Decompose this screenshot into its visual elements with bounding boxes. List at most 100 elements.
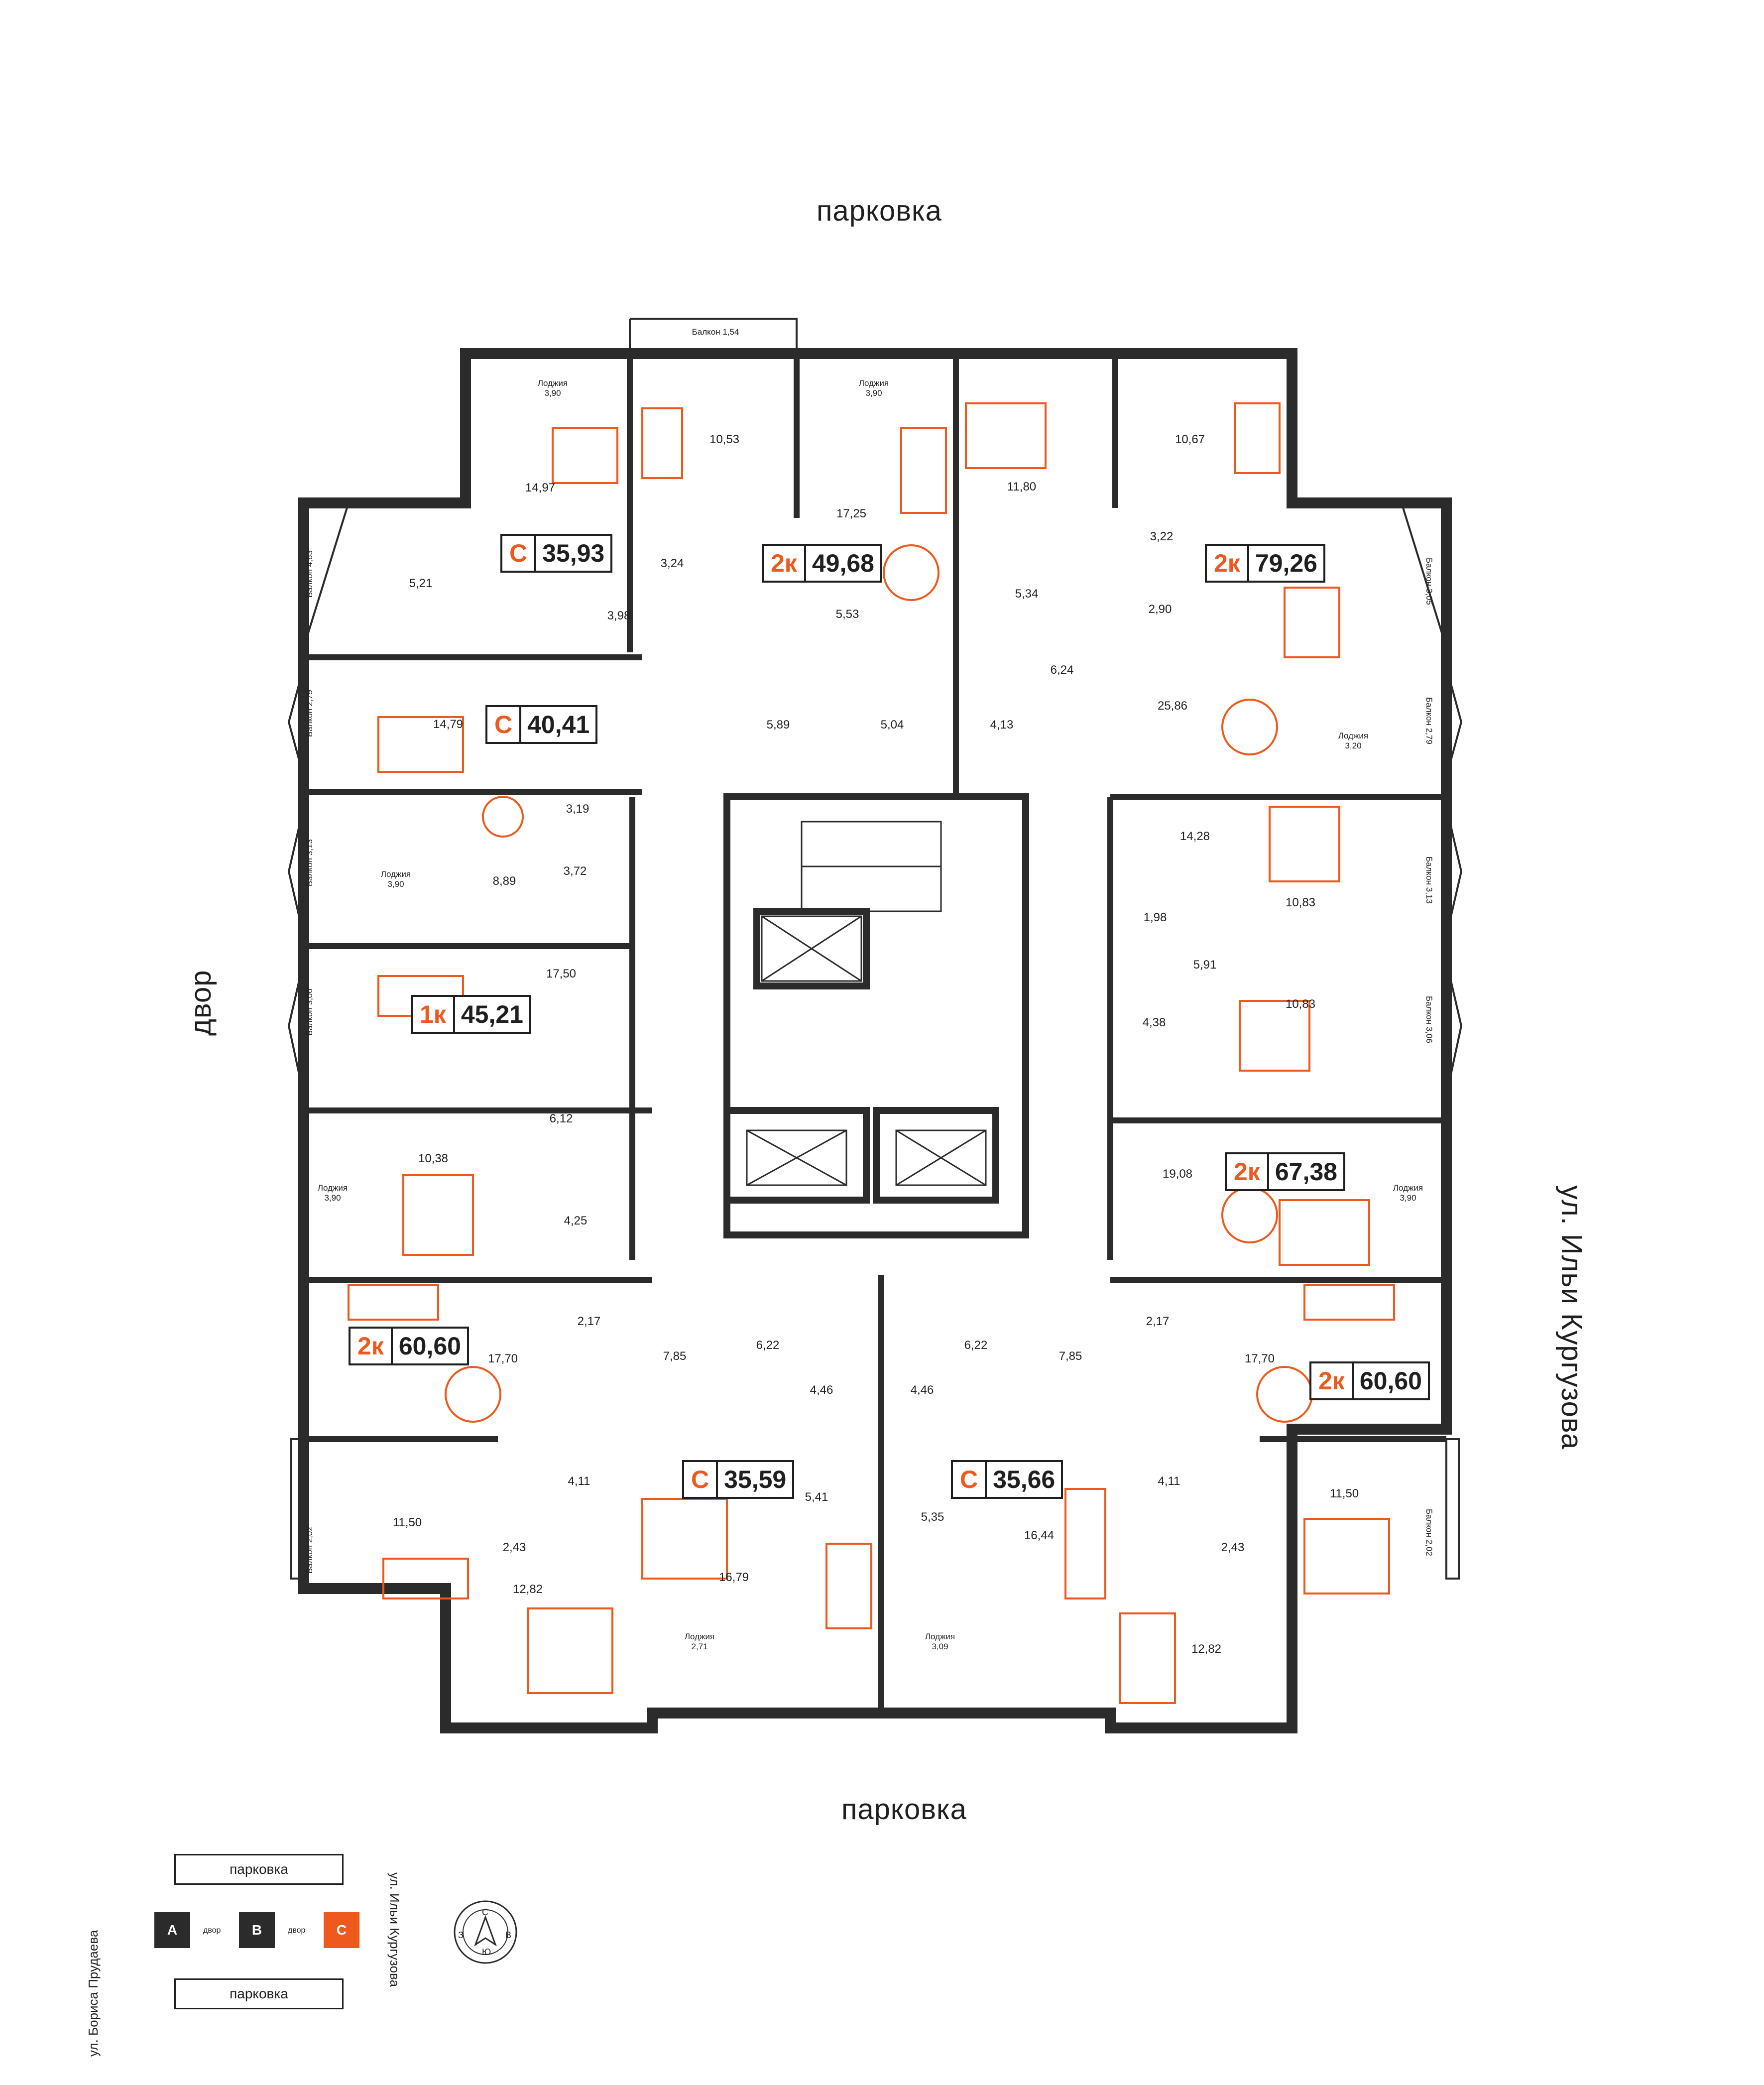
room-area: 4,38 xyxy=(1142,1016,1166,1029)
balconies xyxy=(287,318,1463,1580)
room-area: 5,89 xyxy=(766,718,790,732)
compass-north: С xyxy=(482,1907,488,1917)
apartment-type: С xyxy=(684,1462,718,1497)
room-area: 16,79 xyxy=(718,1571,749,1584)
apartment-area: 35,59 xyxy=(724,1466,787,1493)
room-area: 10,83 xyxy=(1285,997,1316,1011)
room-area: 6,24 xyxy=(1050,663,1074,677)
balcony-label: Балкон 2,02 xyxy=(305,1526,314,1574)
key-section-b: В xyxy=(239,1912,275,1948)
apartment-area: 40,41 xyxy=(527,711,590,738)
key-right-street: ул. Ильи Кургузова xyxy=(387,1872,402,1987)
room-area: 7,85 xyxy=(1058,1349,1082,1363)
outer-walls xyxy=(298,348,1452,1733)
balcony-label: Балкон 3,13 xyxy=(305,839,314,886)
apartment-badge[interactable]: 2к 60,60 xyxy=(1309,1361,1430,1400)
balcony-label: Балкон 3,06 xyxy=(305,988,314,1036)
room-area: 14,97 xyxy=(525,481,556,494)
apartment-type: 1к xyxy=(413,997,455,1032)
room-area: 2,90 xyxy=(1148,603,1172,616)
room-area: 2,17 xyxy=(577,1315,601,1328)
room-area: 5,34 xyxy=(1015,587,1039,601)
apartment-type: 2к xyxy=(764,546,806,581)
balcony-label: Балкон 4,63 xyxy=(305,550,314,598)
room-area: 4,13 xyxy=(990,718,1014,732)
room-area: 2,43 xyxy=(1221,1541,1245,1554)
apartment-area: 35,93 xyxy=(542,539,605,567)
room-area: 25,86 xyxy=(1157,699,1188,713)
room-area: 3,22 xyxy=(1150,530,1174,543)
balcony-label: Балкон 1,54 xyxy=(692,327,739,337)
key-left-street: ул. Бориса Прудаева xyxy=(86,1930,101,2057)
room-area: 1,98 xyxy=(1143,911,1167,924)
apartment-badge[interactable]: 2к 49,68 xyxy=(762,544,882,583)
apartment-badge[interactable]: С 35,93 xyxy=(500,534,613,573)
room-area: 11,50 xyxy=(1329,1487,1359,1500)
apartment-type: 2к xyxy=(351,1329,393,1363)
balcony-label: Балкон 3,06 xyxy=(1424,996,1434,1043)
room-area: 4,25 xyxy=(564,1214,588,1227)
street-right-label: ул. Ильи Кургузова xyxy=(1555,1185,1588,1450)
room-area: 6,12 xyxy=(549,1112,573,1125)
room-area: 4,11 xyxy=(1158,1474,1180,1488)
apartment-badge[interactable]: 1к 45,21 xyxy=(411,995,531,1034)
apartment-type: С xyxy=(953,1462,987,1497)
apartment-badge[interactable]: С 35,59 xyxy=(682,1460,795,1499)
compass-south: Ю xyxy=(482,1947,491,1957)
room-area: 14,28 xyxy=(1179,830,1210,843)
yard-label: двор xyxy=(185,970,217,1036)
room-area: 8,89 xyxy=(492,874,516,888)
room-area: 3,98 xyxy=(607,609,631,622)
apartment-area: 60,60 xyxy=(398,1332,461,1360)
key-parking-top: парковка xyxy=(174,1854,344,1885)
room-area: 3,24 xyxy=(660,557,684,570)
elevators xyxy=(746,915,987,1186)
compass-east: В xyxy=(505,1930,512,1940)
apartment-area: 67,38 xyxy=(1275,1158,1337,1186)
compass-icon xyxy=(454,1900,517,1964)
room-area: 5,41 xyxy=(805,1490,828,1504)
room-area: 7,85 xyxy=(663,1349,687,1363)
apartment-type: 2к xyxy=(1207,546,1249,581)
room-area: 2,43 xyxy=(502,1541,526,1554)
apartment-badge[interactable]: С 35,66 xyxy=(951,1460,1063,1499)
apartment-area: 60,60 xyxy=(1359,1367,1422,1395)
apartment-area: 45,21 xyxy=(461,1000,523,1028)
room-area: 4,11 xyxy=(568,1474,590,1488)
apartment-badge[interactable]: 2к 79,26 xyxy=(1205,544,1325,583)
apartment-badge[interactable]: 2к 60,60 xyxy=(349,1327,469,1365)
apartment-badge[interactable]: 2к 67,38 xyxy=(1225,1152,1345,1191)
apartment-badge[interactable]: С 40,41 xyxy=(485,705,598,744)
room-area: 6,22 xyxy=(964,1339,988,1352)
room-area: 11,50 xyxy=(392,1516,422,1529)
room-area: 4,46 xyxy=(810,1383,833,1397)
room-area: 5,91 xyxy=(1193,958,1217,972)
room-area: 10,67 xyxy=(1175,433,1205,446)
room-area: 10,83 xyxy=(1285,896,1316,909)
room-area: 19,08 xyxy=(1162,1167,1193,1181)
room-area: 2,17 xyxy=(1146,1315,1170,1328)
room-area: 17,70 xyxy=(487,1352,518,1365)
room-area: 3,19 xyxy=(566,802,589,816)
room-area: 17,50 xyxy=(546,967,577,981)
room-area: 14,79 xyxy=(433,718,464,731)
room-area: 17,25 xyxy=(836,507,867,520)
street-bottom-label: парковка xyxy=(841,1793,967,1826)
room-area: 5,53 xyxy=(835,608,859,621)
apartment-type: 2к xyxy=(1227,1154,1269,1189)
room-area: 12,82 xyxy=(1191,1642,1222,1656)
key-parking-bottom: парковка xyxy=(174,1978,344,2009)
room-area: 10,38 xyxy=(418,1152,449,1165)
balcony-label: Балкон 3,05 xyxy=(1424,558,1434,605)
street-top-label: парковка xyxy=(817,195,942,227)
room-area: 5,35 xyxy=(921,1510,944,1524)
apartment-type: С xyxy=(487,707,522,742)
apartment-type: С xyxy=(502,536,537,571)
